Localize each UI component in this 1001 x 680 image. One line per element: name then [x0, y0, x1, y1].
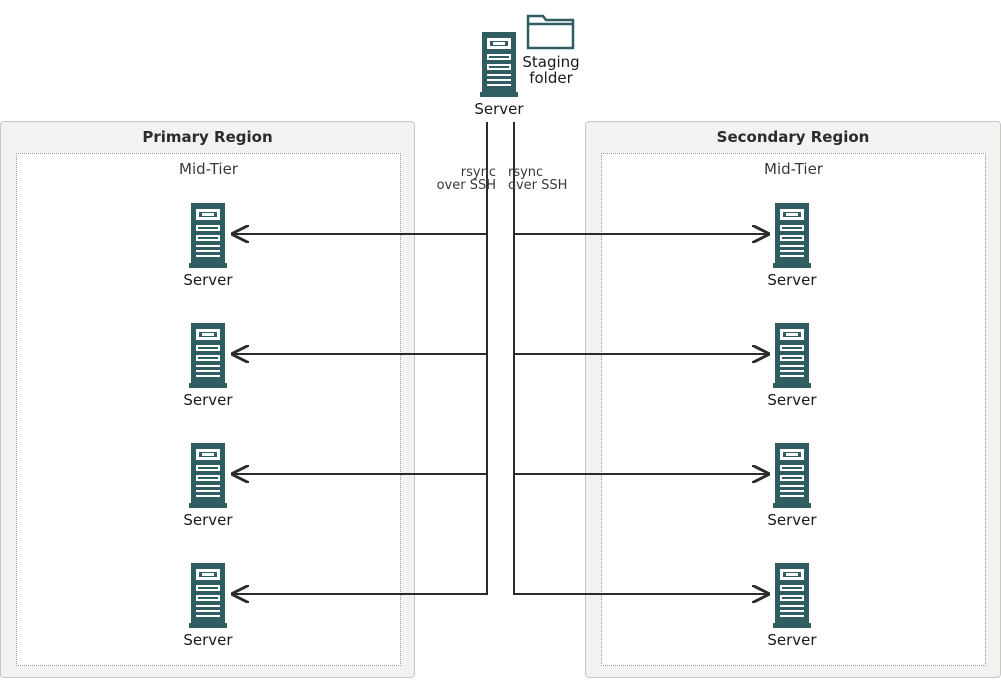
rsync-label-left-line1: rsync	[460, 165, 496, 180]
server-icon	[773, 323, 811, 388]
rsync-label-right-line2: over SSH	[508, 178, 568, 193]
staging-server: Server	[459, 30, 539, 118]
secondary-server-2: Server	[752, 321, 832, 409]
server-label: Server	[183, 511, 233, 529]
primary-server-3: Server	[168, 441, 248, 529]
server-icon	[189, 563, 227, 628]
server-label: Server	[767, 511, 817, 529]
rsync-label-left: rsync over SSH	[436, 166, 496, 192]
secondary-server-1: Server	[752, 201, 832, 289]
secondary-midtier-label: Mid-Tier	[764, 160, 823, 178]
secondary-server-3: Server	[752, 441, 832, 529]
secondary-server-4: Server	[752, 561, 832, 649]
secondary-region-title: Secondary Region	[716, 128, 870, 146]
staging-server-label: Server	[474, 100, 524, 118]
rsync-label-right: rsync over SSH	[508, 166, 578, 192]
server-label: Server	[183, 271, 233, 289]
server-icon	[480, 32, 518, 97]
server-icon	[773, 443, 811, 508]
folder-icon	[526, 14, 575, 50]
rsync-label-left-line2: over SSH	[436, 178, 496, 193]
server-label: Server	[767, 631, 817, 649]
primary-region-title: Primary Region	[142, 128, 273, 146]
staging-folder-label: Staging folder	[522, 53, 580, 87]
server-icon	[773, 203, 811, 268]
server-label: Server	[183, 631, 233, 649]
primary-midtier-label: Mid-Tier	[179, 160, 238, 178]
server-icon	[189, 443, 227, 508]
server-icon	[189, 203, 227, 268]
primary-server-4: Server	[168, 561, 248, 649]
server-icon	[773, 563, 811, 628]
primary-server-1: Server	[168, 201, 248, 289]
server-label: Server	[767, 271, 817, 289]
server-label: Server	[183, 391, 233, 409]
primary-server-2: Server	[168, 321, 248, 409]
rsync-label-right-line1: rsync	[508, 165, 544, 180]
server-icon	[189, 323, 227, 388]
server-label: Server	[767, 391, 817, 409]
